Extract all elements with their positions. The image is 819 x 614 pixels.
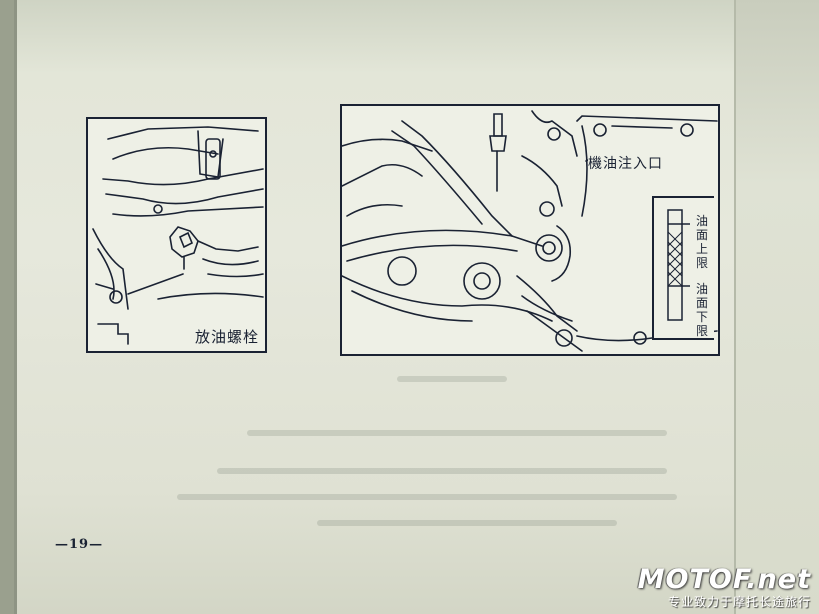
drain-bolt-label: 放油螺栓 (194, 326, 259, 347)
faint-text-line (397, 376, 507, 382)
oil-inlet-label: 機油注入口 (588, 153, 663, 173)
upper-limit-label: 油面上限 (695, 214, 708, 270)
lower-limit-label: 油面下限 (695, 282, 708, 338)
engine-underside-drawing (92, 126, 264, 345)
faint-text-line (177, 494, 677, 500)
page-number: —19— (55, 537, 104, 552)
watermark: MOTOF.net 专业致力于摩托长途旅行 (638, 564, 811, 610)
faint-text-line (217, 468, 667, 474)
watermark-brand: MOTOF.net (637, 564, 811, 595)
oil-inlet-figure: 機油注入口 油面上限 油面下限 (340, 104, 720, 356)
watermark-slogan: 专业致力于摩托长途旅行 (667, 595, 811, 609)
drain-bolt-figure: 放油螺栓 (86, 117, 267, 353)
faint-text-line (317, 520, 617, 526)
facing-page-edge (734, 0, 819, 614)
gauge-window-drawing (667, 209, 690, 321)
faint-text-line (247, 430, 667, 436)
oil-level-gauge: 油面上限 油面下限 (652, 196, 714, 340)
engine-side-drawing (342, 110, 718, 352)
